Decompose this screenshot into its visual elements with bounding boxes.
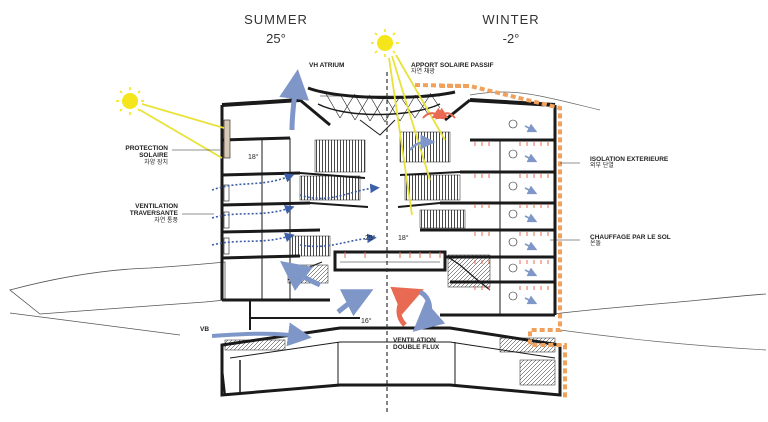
protection-solaire-fr1: PROTECTION — [125, 145, 168, 152]
winter-label: WINTER — [482, 12, 540, 27]
sun-rays — [139, 54, 446, 216]
apport-solaire-label: APPORT SOLAIRE PASSIF 자연 채광 — [411, 62, 494, 76]
airflow-arrow-icon — [524, 123, 538, 305]
heat-arrow-icon — [344, 252, 441, 258]
heat-arrow-icon — [390, 286, 424, 327]
ventilation-traversante-fr2: TRAVERSANTE — [129, 210, 178, 218]
airflow-arrow-icon — [279, 69, 310, 131]
right-wing — [397, 98, 557, 317]
isolation-exterieure-ko: 외부 단열 — [590, 163, 614, 170]
ventilation-traversante-fr1: VENTILATION — [135, 203, 178, 210]
vh-atrium-label: VH ATRIUM — [309, 62, 345, 69]
vb-label: VB — [200, 326, 210, 333]
airflow-arrow-icon — [409, 134, 436, 151]
protection-solaire-label: PROTECTION SOLAIRE 차양 장치 — [100, 145, 168, 167]
heat-arrow-icon — [474, 142, 549, 291]
insulation-outline — [440, 84, 567, 400]
summer-temp: 25° — [266, 31, 286, 46]
isolation-exterieure-label: ISOLATION EXTERIEURE 외부 단열 — [590, 156, 668, 170]
chauffage-sol-fr: CHAUFFAGE PAR LE SOL — [590, 234, 671, 241]
ventilation-double-flux-fr2: DOUBLE FLUX — [393, 344, 440, 352]
airflow-arrow-icon — [211, 322, 312, 347]
atrium-bridge — [333, 250, 447, 272]
ventilation-double-flux-label: VENTILATION DOUBLE FLUX — [393, 337, 439, 352]
airflow-arrow-icon — [412, 289, 446, 332]
ventilation-traversante-ko: 자연 통풍 — [154, 217, 178, 224]
temp-lower-16: 16° — [361, 318, 372, 325]
podium — [220, 326, 562, 397]
temp-atrium-25: 25° — [365, 235, 376, 242]
temp-room-18-left: 18° — [248, 154, 259, 161]
summer-label: SUMMER — [244, 12, 308, 27]
insulation-outline-roof — [414, 83, 471, 88]
ventilation-traversante-label: VENTILATION TRAVERSANTE 자연 통풍 — [106, 203, 178, 225]
terrain-right-hill — [469, 91, 601, 111]
apport-solaire-ko: 자연 채광 — [411, 69, 435, 76]
terrain-left-bottom — [9, 312, 181, 336]
airflow-arrow-icon — [336, 289, 374, 317]
winter-temp: -2° — [502, 31, 520, 46]
protection-solaire-ko: 차양 장치 — [144, 159, 168, 166]
isolation-exterieure-fr: ISOLATION EXTERIEURE — [590, 156, 669, 163]
airflow-arrow-icon — [279, 261, 322, 291]
apport-solaire-fr: APPORT SOLAIRE PASSIF — [411, 62, 494, 69]
heat-arrow-icon — [435, 107, 456, 120]
leader-lines — [172, 149, 580, 241]
terrain-line — [9, 261, 226, 315]
atrium-roof — [307, 86, 456, 136]
terrain-right-low — [559, 329, 767, 351]
ventilation-double-flux-fr1: VENTILATION — [393, 337, 436, 344]
chauffage-sol-ko: 온돌 — [590, 241, 602, 248]
sun-icon — [371, 29, 399, 57]
temp-atrium-18: 18° — [398, 235, 409, 242]
left-wing — [220, 98, 369, 330]
chauffage-sol-label: CHAUFFAGE PAR LE SOL 온돌 — [590, 234, 671, 248]
protection-solaire-fr2: SOLAIRE — [139, 152, 168, 160]
terrain-right — [544, 293, 767, 316]
cross-ventilation-arrows — [211, 173, 380, 248]
